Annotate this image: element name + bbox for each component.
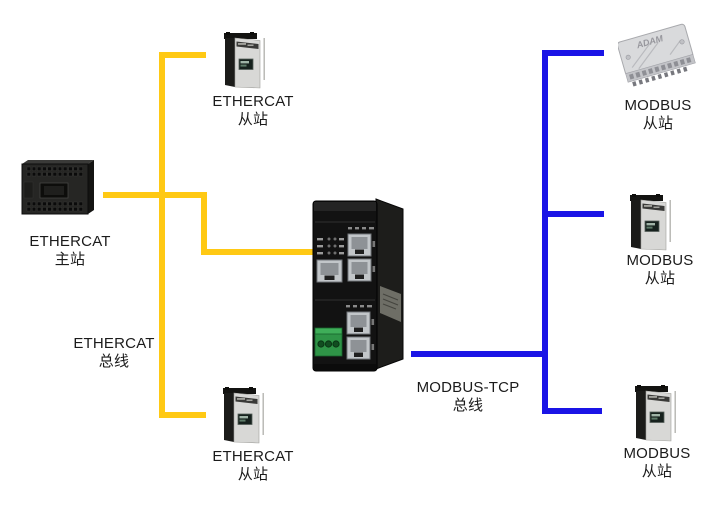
ethercat-slave-bottom-role: 从站 [237,466,269,483]
modbus-slave-bottom-role: 从站 [641,463,673,480]
modbus-slave-top-device: ADAM [618,23,696,87]
ethercat-slave-bottom-protocol: ETHERCAT [212,448,294,465]
modbus-slave-bottom-protocol: MODBUS [623,445,691,462]
ethercat-slave-bottom-label: ETHERCAT 从站 [212,448,293,484]
modbus-slave-top-role: 从站 [642,115,674,132]
modbus-slave-middle-role: 从站 [644,270,676,287]
ethercat-slave-top-device [224,32,265,89]
ethercat-master-protocol: ETHERCAT [29,233,111,250]
ethercat-slave-top-role: 从站 [237,111,269,128]
ethercat-bus-label: ETHERCAT 总线 [73,335,154,371]
ethercat-slave-bottom-device [223,387,264,444]
ethercat-slave-top-label: ETHERCAT 从站 [212,93,293,129]
modbus-bus-type: 总线 [452,397,484,414]
ethercat-bus-name: ETHERCAT [73,335,155,352]
modbus-bus-label: MODBUS-TCP 总线 [417,379,520,415]
modbus-slave-middle-label: MODBUS 从站 [626,252,693,288]
modbus-bus-line [411,50,604,414]
modbus-slave-middle-protocol: MODBUS [626,252,694,269]
modbus-slave-top-protocol: MODBUS [624,97,692,114]
gateway-device [312,198,404,372]
ethercat-bus-line [103,52,314,418]
ethercat-bus-type: 总线 [98,353,130,370]
ethercat-master-label: ETHERCAT 主站 [29,233,110,269]
ethercat-master-role: 主站 [54,251,86,268]
ethercat-slave-top-protocol: ETHERCAT [212,93,294,110]
modbus-slave-middle-device [630,194,671,251]
modbus-slave-top-label: MODBUS 从站 [624,97,691,133]
modbus-slave-bottom-device [635,385,676,442]
modbus-slave-bottom-label: MODBUS 从站 [623,445,690,481]
ethercat-master-device [21,160,94,215]
modbus-bus-name: MODBUS-TCP [416,379,520,396]
